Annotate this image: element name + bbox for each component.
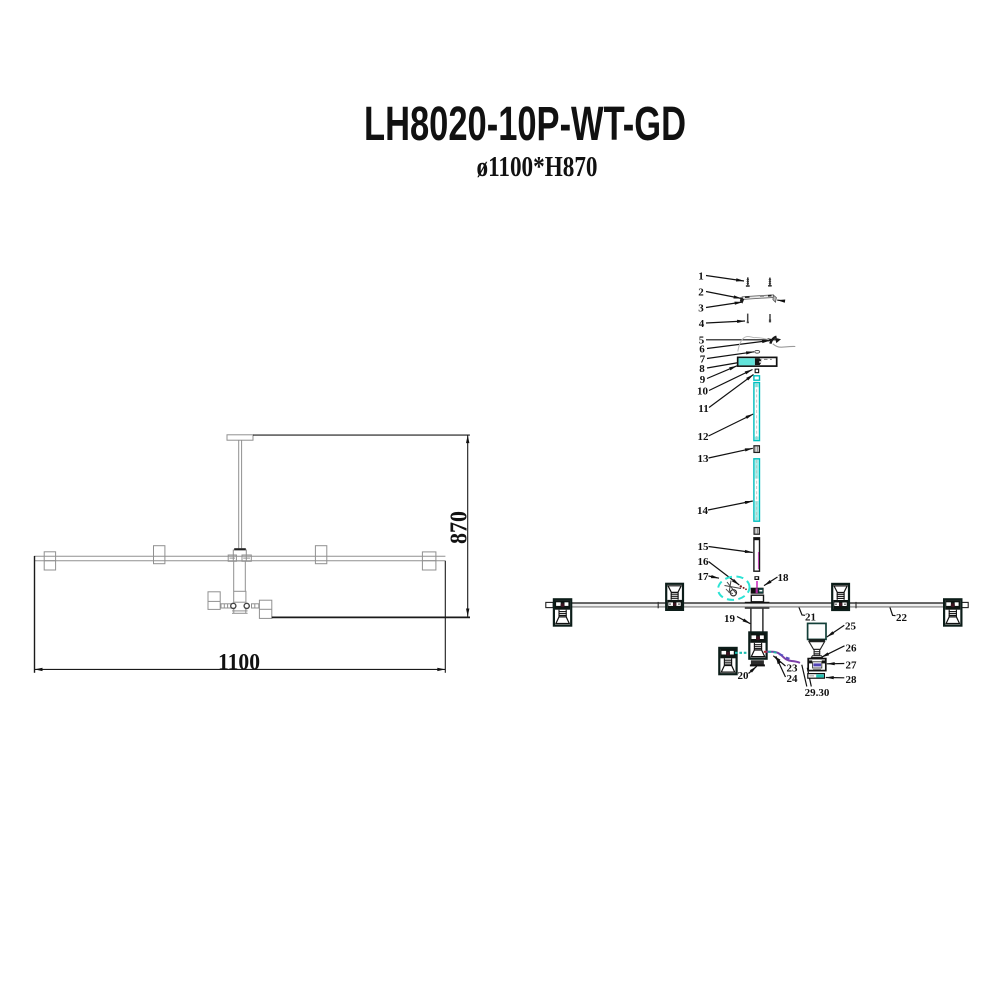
svg-text:19: 19 [724, 613, 736, 625]
svg-text:ø1100*H870: ø1100*H870 [477, 152, 598, 183]
svg-text:9: 9 [700, 374, 706, 386]
svg-text:20: 20 [738, 670, 750, 682]
svg-text:LH8020-10P-WT-GD: LH8020-10P-WT-GD [364, 98, 686, 151]
svg-text:7: 7 [700, 354, 706, 366]
svg-text:24: 24 [787, 673, 799, 685]
svg-text:12: 12 [698, 431, 710, 443]
svg-text:10: 10 [697, 385, 709, 397]
svg-text:1: 1 [698, 271, 704, 283]
svg-text:25: 25 [845, 621, 857, 633]
svg-text:18: 18 [778, 572, 790, 584]
svg-text:17: 17 [698, 571, 710, 583]
svg-text:870: 870 [447, 511, 473, 544]
svg-text:14: 14 [697, 505, 709, 517]
svg-text:8: 8 [699, 363, 705, 375]
svg-text:21: 21 [805, 612, 816, 624]
svg-text:1100: 1100 [218, 650, 260, 675]
svg-text:23: 23 [787, 663, 799, 675]
svg-text:15: 15 [698, 541, 710, 553]
svg-text:13: 13 [698, 453, 710, 465]
svg-text:11: 11 [698, 403, 708, 415]
svg-text:26: 26 [846, 643, 858, 655]
svg-text:27: 27 [846, 660, 858, 672]
svg-text:22: 22 [896, 612, 908, 624]
svg-text:2: 2 [698, 287, 704, 299]
svg-text:3: 3 [698, 303, 704, 315]
svg-text:16: 16 [698, 556, 710, 568]
svg-text:5: 5 [699, 334, 705, 346]
svg-text:28: 28 [846, 674, 858, 686]
svg-text:4: 4 [699, 318, 705, 330]
svg-text:29.30: 29.30 [805, 687, 830, 699]
svg-text:6: 6 [699, 344, 705, 356]
